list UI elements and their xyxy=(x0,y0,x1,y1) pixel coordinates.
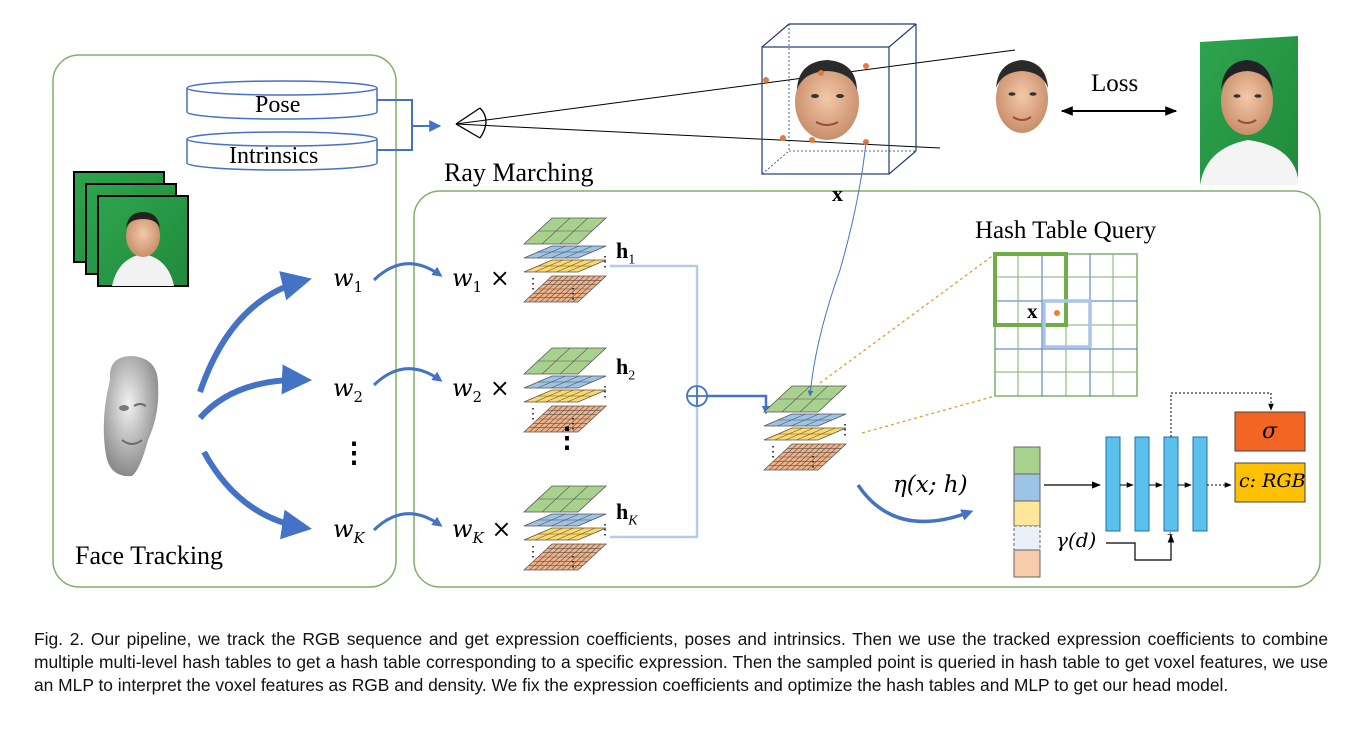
sum-to-combined-arrow xyxy=(707,394,771,415)
svg-text:⋮: ⋮ xyxy=(566,287,580,302)
hash-pipeline-panel xyxy=(413,190,1321,588)
camera-icon xyxy=(455,107,487,139)
hk-line xyxy=(610,405,699,539)
hash-stack-combined: ⋮ ⋮ ⋮ xyxy=(762,385,852,471)
svg-text:⋮: ⋮ xyxy=(526,545,540,560)
sample-point-arrow xyxy=(807,141,867,397)
svg-text:⋮: ⋮ xyxy=(526,277,540,292)
w1-times-label: w1 × xyxy=(452,264,510,296)
hash-query-grid xyxy=(993,252,1138,397)
h2-label: h2 xyxy=(616,354,636,384)
svg-text:⋮: ⋮ xyxy=(806,455,820,470)
wk-label: wK xyxy=(333,515,365,547)
intrinsics-cylinder xyxy=(186,131,378,171)
eta-arrow xyxy=(856,484,974,524)
query-guide-top xyxy=(819,253,996,384)
mlp-network xyxy=(1105,392,1274,561)
h1-label: h1 xyxy=(616,238,636,268)
tracking-arrow-1 xyxy=(197,271,312,393)
svg-text:⋮: ⋮ xyxy=(566,555,580,570)
rendered-face xyxy=(996,60,1048,133)
rgb-sequence-frames xyxy=(73,171,189,287)
wk-times-label: wK × xyxy=(452,515,512,547)
query-guide-bottom xyxy=(861,395,996,434)
figure-caption: Fig. 2. Our pipeline, we track the RGB s… xyxy=(34,629,1328,695)
hash-table-stacks: ⋮⋮⋮⋮⋮⋮⋮⋮⋮ xyxy=(522,217,612,571)
pose-cylinder xyxy=(186,80,378,120)
sigma-output-box xyxy=(1234,411,1306,452)
feature-vector xyxy=(1013,446,1041,578)
query-point xyxy=(1054,310,1060,316)
hash-stack-1: ⋮ ⋮ ⋮ xyxy=(522,217,612,303)
face-mesh-model xyxy=(103,356,159,477)
coef-arrow-k xyxy=(372,512,443,532)
svg-text:⋮: ⋮ xyxy=(598,385,612,400)
hash-stack-k: ⋮ ⋮ ⋮ xyxy=(522,485,612,571)
face-tracking-panel xyxy=(52,54,397,588)
sample-points xyxy=(763,63,869,145)
svg-text:⋮: ⋮ xyxy=(526,407,540,422)
coefficient-ellipsis: ⋮ xyxy=(340,438,368,469)
svg-text:⋮: ⋮ xyxy=(566,417,580,432)
w2-times-label: w2 × xyxy=(452,374,510,406)
h1-line xyxy=(610,264,699,385)
rgb-output-box xyxy=(1234,462,1306,503)
query-point-label: x xyxy=(1027,299,1038,323)
gamma-label: γ(d) xyxy=(1056,528,1097,552)
loss-label: Loss xyxy=(1091,70,1139,97)
ray-marching-label: Ray Marching xyxy=(444,158,594,187)
ray-upper xyxy=(455,49,1016,125)
svg-text:⋮: ⋮ xyxy=(766,445,780,460)
tracking-arrow-2 xyxy=(197,364,312,421)
pose-label: Pose xyxy=(255,92,301,118)
eta-label: η(x; h) xyxy=(893,472,968,498)
svg-text:⋮: ⋮ xyxy=(838,423,852,438)
sum-operator xyxy=(686,385,708,407)
tracking-arrow-k xyxy=(201,450,312,540)
ground-truth-image xyxy=(1200,36,1298,185)
plus-label: + xyxy=(1167,529,1174,541)
volume-cube xyxy=(761,23,917,175)
sample-point-label: x xyxy=(832,181,843,206)
w2-label: w2 xyxy=(333,374,364,406)
w1-label: w1 xyxy=(333,264,364,296)
sigma-label: σ xyxy=(1262,419,1278,444)
hash-ellipsis: ⋮ xyxy=(553,423,581,454)
coef-arrow-1 xyxy=(372,262,443,282)
pipeline-diagram: ⋮⋮⋮⋮⋮⋮⋮⋮⋮ ⋮⋮⋮ xyxy=(52,23,1321,588)
svg-text:⋮: ⋮ xyxy=(598,523,612,538)
svg-text:⋮: ⋮ xyxy=(598,255,612,270)
camera-params-connector xyxy=(377,99,440,151)
ray-lower xyxy=(455,123,941,149)
hk-label: hK xyxy=(616,499,638,529)
face-tracking-label: Face Tracking xyxy=(75,541,224,570)
volume-face xyxy=(795,60,859,140)
hash-stack-2: ⋮ ⋮ ⋮ xyxy=(522,347,612,433)
combined-hash-table: ⋮ ⋮ ⋮ xyxy=(762,385,852,471)
rgb-label: c: RGB xyxy=(1239,470,1306,492)
coef-arrow-2 xyxy=(372,367,443,387)
intrinsics-label: Intrinsics xyxy=(229,143,319,169)
hash-table-query-label: Hash Table Query xyxy=(975,217,1157,244)
